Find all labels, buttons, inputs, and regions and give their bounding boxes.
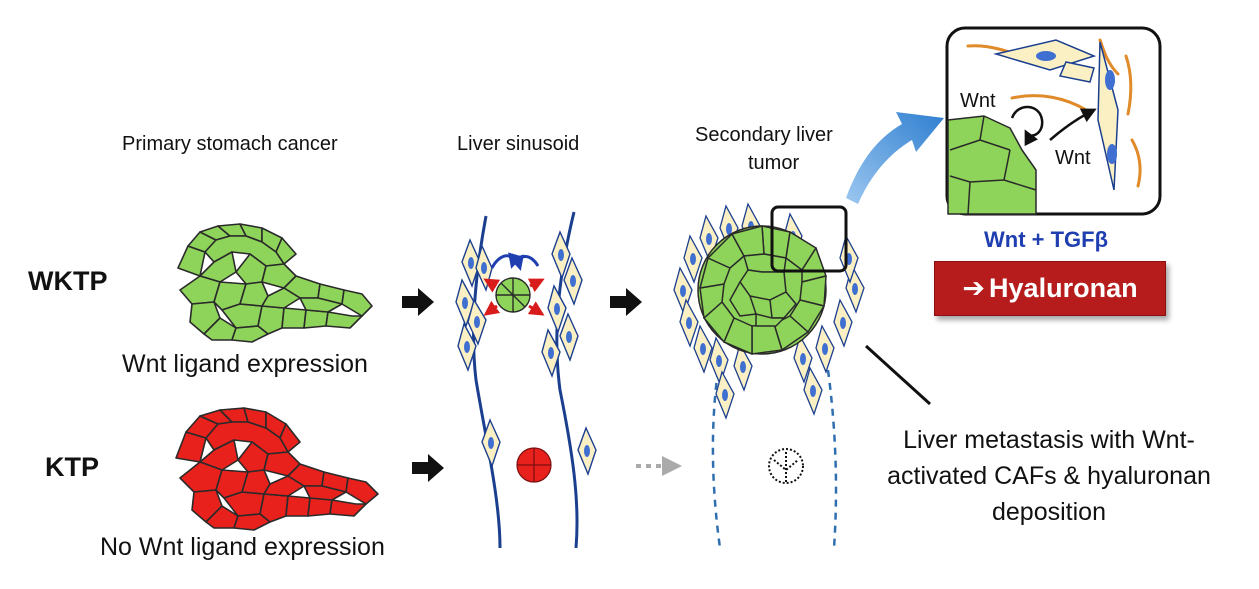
arrow-ktp-no-metastasis: [636, 456, 682, 476]
sinusoid-no-wnt-cluster: [516, 447, 552, 483]
metastasis-caption-line2: activated CAFs & hyaluronan: [887, 462, 1211, 490]
row-label-wktp: WKTP: [28, 266, 108, 296]
inset-cafs: [993, 39, 1119, 191]
metastasis-caption: Liver metastasis with Wnt- activated CAF…: [864, 422, 1234, 530]
secondary-tumor-mass: [697, 225, 827, 355]
caption-wnt-ligand: Wnt ligand expression: [122, 350, 368, 378]
secondary-tumor-vessel: [711, 369, 838, 549]
sinusoid-cafs-lower: [481, 418, 597, 476]
hyaluronan-label: Hyaluronan: [989, 273, 1138, 303]
sinusoid-signal-arrows: [483, 252, 545, 316]
metastasis-caption-line3: deposition: [992, 498, 1106, 526]
arrow-ktp-to-sinusoid: [412, 454, 444, 482]
inset-tumor-cells: [947, 115, 1037, 215]
metastasis-caption-line1: Liver metastasis with Wnt-: [903, 426, 1195, 454]
caption-no-wnt-ligand: No Wnt ligand expression: [100, 533, 385, 561]
wktp-primary-tumor: [177, 223, 373, 343]
column-title-sinusoid: Liver sinusoid: [457, 133, 580, 155]
sinusoid-wnt-cluster: [495, 277, 531, 313]
inset-zoom-arrow: [846, 112, 944, 204]
column-title-secondary-line2: tumor: [748, 152, 800, 174]
hyaluronan-arrow-glyph: ➔: [962, 273, 986, 303]
inset-collagen-fibers: [966, 38, 1142, 188]
column-title-secondary-line1: Secondary liver: [695, 124, 833, 146]
secondary-ktp-empty: [768, 448, 804, 484]
arrow-sinusoid-to-tumor: [610, 288, 642, 316]
metastasis-callout-line: [864, 344, 932, 406]
column-title-primary: Primary stomach cancer: [122, 133, 338, 155]
ktp-primary-tumor: [175, 407, 379, 531]
hyaluronan-box: ➔ Hyaluronan: [934, 261, 1166, 316]
inset-factors-label: Wnt + TGFβ: [984, 227, 1109, 252]
inset-zoom-box: [770, 205, 848, 273]
inset-wnt-label-right: Wnt: [1055, 147, 1091, 169]
arrow-wktp-to-sinusoid: [402, 288, 434, 316]
inset-wnt-label-left: Wnt: [960, 90, 996, 112]
row-label-ktp: KTP: [45, 452, 99, 482]
inset-wnt-arrows: [1010, 105, 1097, 147]
